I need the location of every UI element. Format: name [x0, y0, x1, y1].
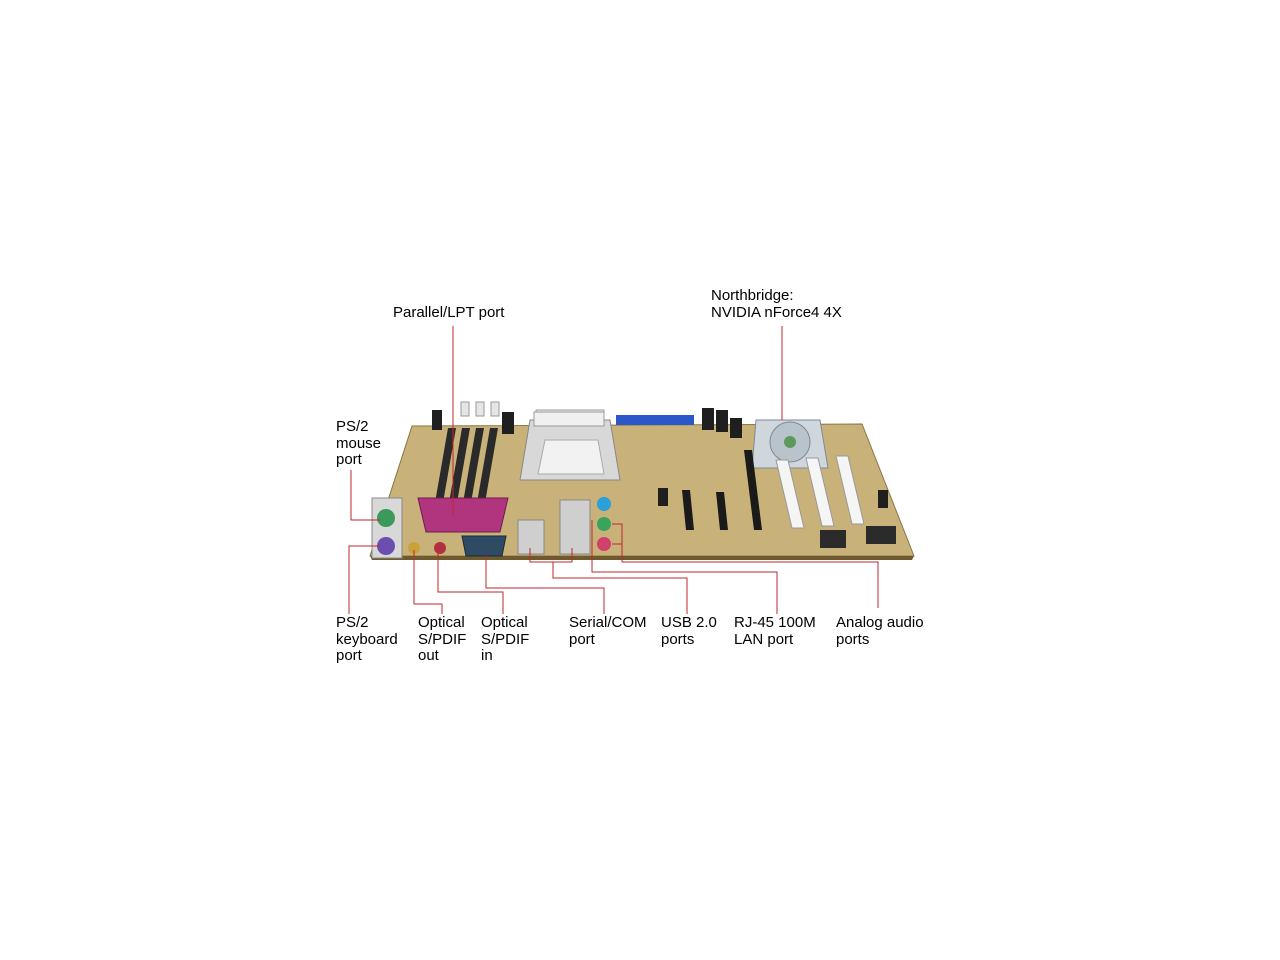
- ps2-mouse-connector: [377, 509, 395, 527]
- leader-usb-2: [553, 548, 573, 563]
- label-optical-in: Optical S/PDIF in: [481, 614, 530, 664]
- ide-connector: [616, 415, 694, 425]
- io-chip: [866, 526, 896, 544]
- ps2-keyboard-connector: [377, 537, 395, 555]
- serial-connector: [461, 535, 507, 557]
- leader-analog-audio-2: [612, 523, 623, 544]
- optical-in-connector: [434, 542, 446, 554]
- leader-rj45: [591, 520, 778, 614]
- optical-out-connector: [408, 542, 420, 554]
- label-northbridge: Northbridge: NVIDIA nForce4 4X: [711, 287, 842, 321]
- io-panel: [371, 497, 611, 559]
- leader-ps2-mouse: [350, 470, 380, 521]
- atx-power-connector: [533, 411, 605, 427]
- leader-optical-out: [413, 550, 443, 614]
- label-rj45-port: RJ-45 100M LAN port: [734, 614, 816, 648]
- leader-serial: [485, 556, 605, 614]
- label-usb-ports: USB 2.0 ports: [661, 614, 717, 648]
- rj45-usb-stack: [559, 499, 591, 555]
- pcb-front-edge: [370, 556, 914, 560]
- label-serial-port: Serial/COM port: [569, 614, 647, 648]
- leader-optical-in: [437, 550, 504, 614]
- label-optical-out: Optical S/PDIF out: [418, 614, 467, 664]
- leader-lines: [348, 326, 879, 614]
- leader-usb: [529, 548, 688, 614]
- audio-blue-jack: [597, 497, 611, 511]
- label-parallel-port: Parallel/LPT port: [393, 304, 505, 321]
- pci-slots: [775, 455, 865, 529]
- pcie-slots: [682, 450, 762, 530]
- usb-port-left: [517, 519, 545, 555]
- label-ps2-mouse: PS/2 mouse port: [336, 418, 382, 468]
- label-ps2-keyboard: PS/2 keyboard port: [336, 614, 398, 664]
- northbridge-chip: [751, 419, 829, 469]
- capacitors: [432, 408, 888, 508]
- audio-pink-jack: [597, 537, 611, 551]
- audio-green-jack: [597, 517, 611, 531]
- ram-slots: [432, 401, 500, 520]
- leader-analog-audio: [612, 543, 879, 608]
- label-analog-audio: Analog audio ports: [836, 614, 924, 648]
- parallel-connector: [417, 497, 509, 533]
- leader-ps2-keyboard: [348, 545, 380, 614]
- southbridge-chip: [820, 530, 846, 548]
